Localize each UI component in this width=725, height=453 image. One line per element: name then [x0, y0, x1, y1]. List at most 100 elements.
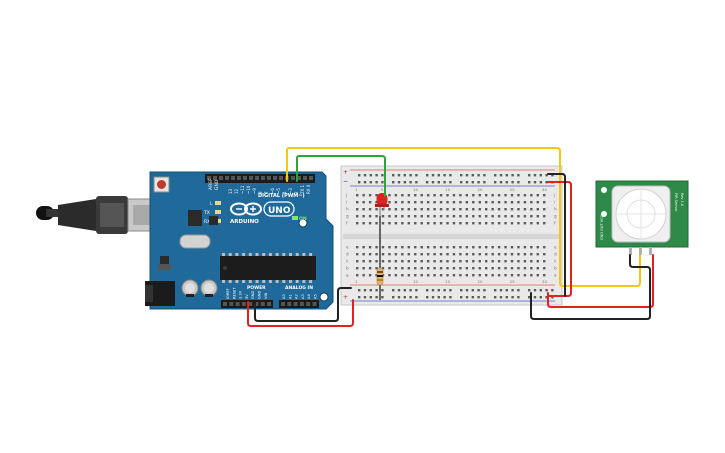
header-pin-hole[interactable]: [237, 176, 241, 180]
header-pin-hole[interactable]: [299, 302, 304, 306]
breadboard-hole[interactable]: [530, 246, 533, 249]
breadboard-hole[interactable]: [426, 267, 430, 270]
top-rail-hole[interactable]: [533, 174, 537, 177]
breadboard-hole[interactable]: [439, 267, 443, 270]
breadboard-hole[interactable]: [414, 267, 417, 270]
breadboard-hole[interactable]: [446, 267, 449, 270]
breadboard-hole[interactable]: [543, 274, 546, 277]
top-rail-hole[interactable]: [409, 181, 412, 184]
breadboard-hole[interactable]: [536, 253, 539, 256]
bottom-rail-hole[interactable]: [533, 296, 537, 299]
header-pin-hole[interactable]: [312, 302, 317, 306]
breadboard-hole[interactable]: [414, 260, 417, 263]
breadboard-hole[interactable]: [381, 246, 385, 249]
top-rail-hole[interactable]: [499, 181, 503, 184]
breadboard-hole[interactable]: [439, 246, 443, 249]
breadboard-hole[interactable]: [381, 215, 385, 218]
breadboard-hole[interactable]: [497, 222, 501, 225]
breadboard-hole[interactable]: [414, 208, 417, 211]
top-rail-hole[interactable]: [415, 174, 418, 177]
bottom-rail-hole[interactable]: [494, 289, 497, 292]
bottom-rail-hole[interactable]: [375, 296, 378, 299]
breadboard-hole[interactable]: [536, 194, 539, 197]
breadboard-hole[interactable]: [485, 267, 488, 270]
breadboard-hole[interactable]: [433, 201, 436, 204]
breadboard-hole[interactable]: [375, 274, 378, 277]
breadboard-hole[interactable]: [452, 215, 456, 218]
bottom-rail-hole[interactable]: [437, 289, 440, 292]
top-rail-hole[interactable]: [505, 174, 508, 177]
breadboard-hole[interactable]: [368, 194, 372, 197]
bottom-rail-hole[interactable]: [426, 296, 429, 299]
breadboard-hole[interactable]: [420, 208, 423, 211]
breadboard-hole[interactable]: [465, 246, 469, 249]
breadboard-hole[interactable]: [433, 253, 436, 256]
breadboard-hole[interactable]: [362, 222, 365, 225]
breadboard-hole[interactable]: [497, 194, 501, 197]
breadboard-hole[interactable]: [530, 194, 533, 197]
breadboard-hole[interactable]: [465, 253, 469, 256]
breadboard-hole[interactable]: [510, 274, 514, 277]
breadboard-hole[interactable]: [362, 215, 365, 218]
breadboard-hole[interactable]: [472, 260, 475, 263]
breadboard-hole[interactable]: [536, 246, 539, 249]
breadboard-hole[interactable]: [523, 201, 527, 204]
breadboard-hole[interactable]: [452, 194, 456, 197]
breadboard-hole[interactable]: [414, 201, 417, 204]
breadboard-hole[interactable]: [388, 222, 391, 225]
breadboard-hole[interactable]: [543, 246, 546, 249]
breadboard-hole[interactable]: [356, 246, 359, 249]
breadboard-hole[interactable]: [446, 222, 449, 225]
breadboard-hole[interactable]: [530, 274, 533, 277]
bottom-rail-hole[interactable]: [358, 289, 361, 292]
bottom-rail-hole[interactable]: [437, 296, 440, 299]
breadboard-hole[interactable]: [517, 267, 520, 270]
bottom-rail-hole[interactable]: [505, 289, 508, 292]
breadboard-hole[interactable]: [517, 274, 520, 277]
breadboard-hole[interactable]: [426, 208, 430, 211]
breadboard-hole[interactable]: [401, 246, 404, 249]
breadboard-hole[interactable]: [368, 267, 372, 270]
top-rail-hole[interactable]: [437, 181, 440, 184]
breadboard-hole[interactable]: [426, 274, 430, 277]
top-rail-hole[interactable]: [443, 174, 446, 177]
breadboard-hole[interactable]: [439, 194, 443, 197]
breadboard-hole[interactable]: [491, 267, 494, 270]
bottom-rail-hole[interactable]: [551, 289, 554, 292]
breadboard-hole[interactable]: [472, 246, 475, 249]
header-pin-hole[interactable]: [255, 176, 259, 180]
breadboard-hole[interactable]: [452, 267, 456, 270]
top-rail-hole[interactable]: [494, 174, 497, 177]
breadboard-hole[interactable]: [530, 260, 533, 263]
breadboard-hole[interactable]: [388, 194, 391, 197]
breadboard-hole[interactable]: [472, 215, 475, 218]
bottom-rail-hole[interactable]: [369, 296, 372, 299]
top-rail-hole[interactable]: [431, 181, 435, 184]
breadboard-hole[interactable]: [426, 201, 430, 204]
header-pin-hole[interactable]: [241, 302, 246, 306]
breadboard-hole[interactable]: [465, 274, 469, 277]
top-rail-hole[interactable]: [511, 174, 514, 177]
breadboard-hole[interactable]: [517, 201, 520, 204]
bottom-rail-hole[interactable]: [415, 296, 418, 299]
breadboard-hole[interactable]: [407, 274, 410, 277]
breadboard-hole[interactable]: [536, 274, 539, 277]
breadboard-hole[interactable]: [362, 194, 365, 197]
breadboard-hole[interactable]: [504, 246, 507, 249]
breadboard-hole[interactable]: [530, 208, 533, 211]
breadboard-hole[interactable]: [517, 194, 520, 197]
breadboard-hole[interactable]: [420, 194, 423, 197]
top-rail-hole[interactable]: [409, 174, 412, 177]
header-pin-hole[interactable]: [223, 302, 227, 306]
breadboard-hole[interactable]: [414, 222, 417, 225]
breadboard-hole[interactable]: [459, 253, 462, 256]
bottom-rail-hole[interactable]: [403, 289, 406, 292]
bottom-rail-hole[interactable]: [397, 289, 401, 292]
top-rail-hole[interactable]: [403, 181, 406, 184]
breadboard-hole[interactable]: [420, 253, 423, 256]
breadboard-hole[interactable]: [465, 222, 469, 225]
breadboard-hole[interactable]: [388, 260, 391, 263]
breadboard-hole[interactable]: [485, 253, 488, 256]
breadboard-hole[interactable]: [459, 201, 462, 204]
breadboard-hole[interactable]: [375, 267, 378, 270]
